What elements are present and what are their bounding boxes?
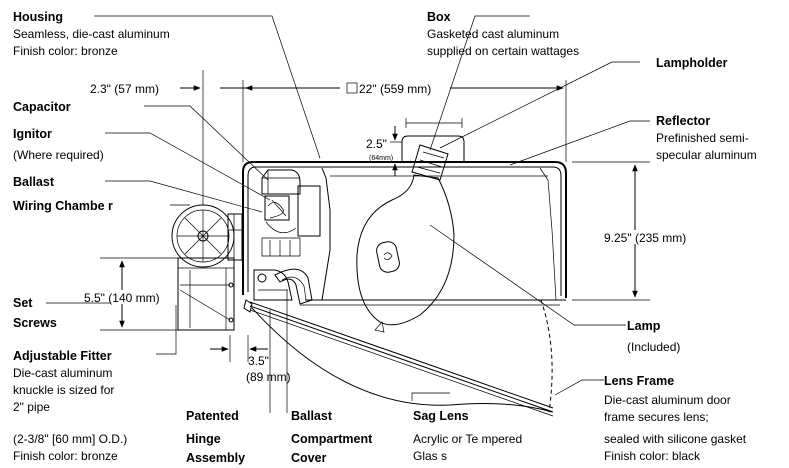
square-symbol-icon xyxy=(346,82,358,94)
ballast-block xyxy=(297,185,321,237)
box-outline xyxy=(401,135,465,162)
ballast-cover-title2: Compartment xyxy=(291,432,373,446)
lampholder xyxy=(411,144,449,181)
sag-lens-line2: Glas s xyxy=(413,449,447,463)
adjustable-fitter-line2: knuckle is sized for xyxy=(13,383,114,397)
ignitor-line1: (Where required) xyxy=(13,148,104,162)
hinge-title1: Patented xyxy=(186,409,239,423)
dimension-lines: 22" (559 mm) 2.3" (57 mm) 2.5" (64mm) 9.… xyxy=(80,70,710,384)
lampholder-title: Lampholder xyxy=(656,56,728,70)
adjustable-fitter-line4: (2-3/8" [60 mm] O.D.) xyxy=(13,432,127,446)
adjustable-fitter-line5: Finish color: bronze xyxy=(13,449,118,463)
ignitor-title: Ignitor xyxy=(13,127,52,141)
sag-lens-title: Sag Lens xyxy=(413,409,469,423)
dim-2-5: 2.5" xyxy=(366,137,387,151)
adjustable-fitter-line3: 2" pipe xyxy=(13,400,50,414)
capacitor xyxy=(261,169,301,195)
dim-3-5-mm: (89 mm) xyxy=(246,370,291,384)
lens-frame-line2: frame secures lens; xyxy=(604,410,709,424)
adjustable-fitter-drawing xyxy=(177,257,235,331)
lens-frame-line1: Die-cast aluminum door xyxy=(604,393,731,407)
leader-lines xyxy=(46,15,650,413)
ballast-cover-title1: Ballast xyxy=(291,409,333,423)
labels: Housing Seamless, die-cast aluminum Fini… xyxy=(13,10,757,465)
capacitor-title: Capacitor xyxy=(13,100,71,114)
lamp-line1: (Included) xyxy=(627,340,680,354)
housing-shell xyxy=(242,161,567,298)
box-line2: supplied on certain wattages xyxy=(427,44,579,58)
ballast-compartment-cover xyxy=(274,268,313,305)
dim-22: 22" (559 mm) xyxy=(359,82,431,96)
housing-line1: Seamless, die-cast aluminum xyxy=(13,27,170,41)
ballast-title: Ballast xyxy=(13,175,55,189)
hinge-assembly xyxy=(253,269,293,301)
set-screws-title2: Screws xyxy=(13,316,57,330)
dim-5-5: 5.5" (140 mm) xyxy=(84,291,160,305)
sag-lens-swing xyxy=(540,299,553,413)
ballast-cover-title3: Cover xyxy=(291,451,327,465)
fixture-drawing xyxy=(171,118,567,417)
reflector-title: Reflector xyxy=(656,114,710,128)
hinge-title2: Hinge xyxy=(186,432,221,446)
sag-lens-line1: Acrylic or Te mpered xyxy=(413,432,522,446)
reflector-line2: specular aluminum xyxy=(656,148,757,162)
box-title: Box xyxy=(427,10,451,24)
lamp-title: Lamp xyxy=(627,319,661,333)
wiring-chamber-title: Wiring Chambe r xyxy=(13,199,113,213)
lens-frame-drawing xyxy=(243,299,554,417)
adjustable-fitter-line1: Die-cast aluminum xyxy=(13,366,112,380)
lens-frame-title: Lens Frame xyxy=(604,374,674,388)
ignitor xyxy=(264,195,290,221)
lens-frame-line3: sealed with silicone gasket xyxy=(604,432,747,446)
lamp-bulb xyxy=(356,174,455,326)
reflector-line1: Prefinished semi- xyxy=(656,131,749,145)
box-line1: Gasketed cast aluminum xyxy=(427,27,559,41)
housing-line2: Finish color: bronze xyxy=(13,44,118,58)
dim-2-3: 2.3" (57 mm) xyxy=(90,82,159,96)
dim-9-25: 9.25" (235 mm) xyxy=(604,231,686,245)
adjustable-fitter-title: Adjustable Fitter xyxy=(13,349,112,363)
lens-frame-line4: Finish color: black xyxy=(604,449,701,463)
housing-title: Housing xyxy=(13,10,63,24)
hinge-title3: Assembly xyxy=(186,451,245,465)
reflector-surface xyxy=(321,167,331,301)
sag-lens-drawing xyxy=(251,307,553,413)
dim-3-5: 3.5" xyxy=(248,354,269,368)
dim-2-5-mm: (64mm) xyxy=(369,155,393,162)
set-screws-title1: Set xyxy=(13,296,33,310)
